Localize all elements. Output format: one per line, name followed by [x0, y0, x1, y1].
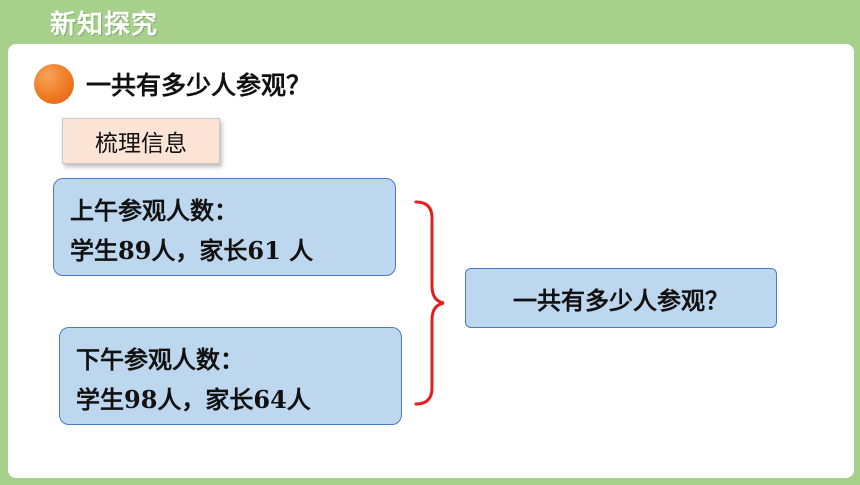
section-title: 新知探究	[50, 10, 159, 40]
right-brace-icon	[414, 200, 445, 406]
morning-title: 上午参观人数：	[70, 196, 238, 225]
afternoon-visitors-box: 下午参观人数： 学生98人，家长64人	[59, 327, 402, 425]
question-heading: 一共有多少人参观？	[86, 71, 312, 100]
afternoon-detail: 学生98人，家长64人	[76, 385, 311, 414]
morning-detail: 学生89人，家长61 人	[70, 236, 314, 265]
morning-visitors-box: 上午参观人数： 学生89人，家长61 人	[53, 178, 396, 276]
organize-info-tag: 梳理信息	[62, 118, 220, 164]
total-question-box: 一共有多少人参观？	[465, 268, 777, 328]
afternoon-title: 下午参观人数：	[76, 345, 244, 374]
orange-bullet-icon	[34, 64, 74, 104]
